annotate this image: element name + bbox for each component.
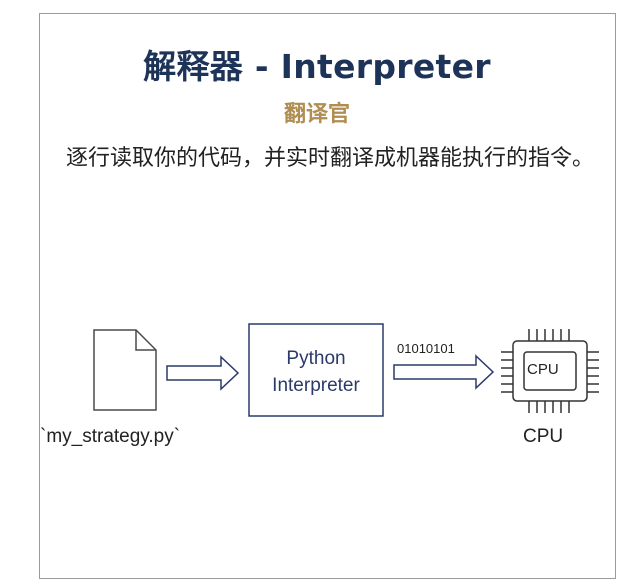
description-text: 逐行读取你的代码，并实时翻译成机器能执行的指令。	[65, 146, 594, 171]
cpu-chip-icon	[501, 329, 599, 413]
diagram-card	[39, 13, 616, 579]
page-subtitle: 翻译官	[283, 102, 350, 127]
arrow-right-icon	[166, 355, 240, 391]
interpreter-label-line1: Python	[286, 348, 346, 369]
arrow-right-icon	[393, 354, 495, 390]
cpu-chip-text: CPU	[527, 361, 559, 378]
interpreter-label: Python Interpreter	[249, 345, 383, 399]
interpreter-label-line2: Interpreter	[272, 375, 360, 396]
page-title: 解释器 - Interpreter	[143, 47, 491, 86]
binary-label: 01010101	[397, 341, 455, 356]
cpu-label: CPU	[523, 426, 564, 447]
file-label: `my_strategy.py`	[40, 426, 181, 447]
interpreter-box	[248, 323, 384, 417]
file-icon	[93, 329, 157, 411]
